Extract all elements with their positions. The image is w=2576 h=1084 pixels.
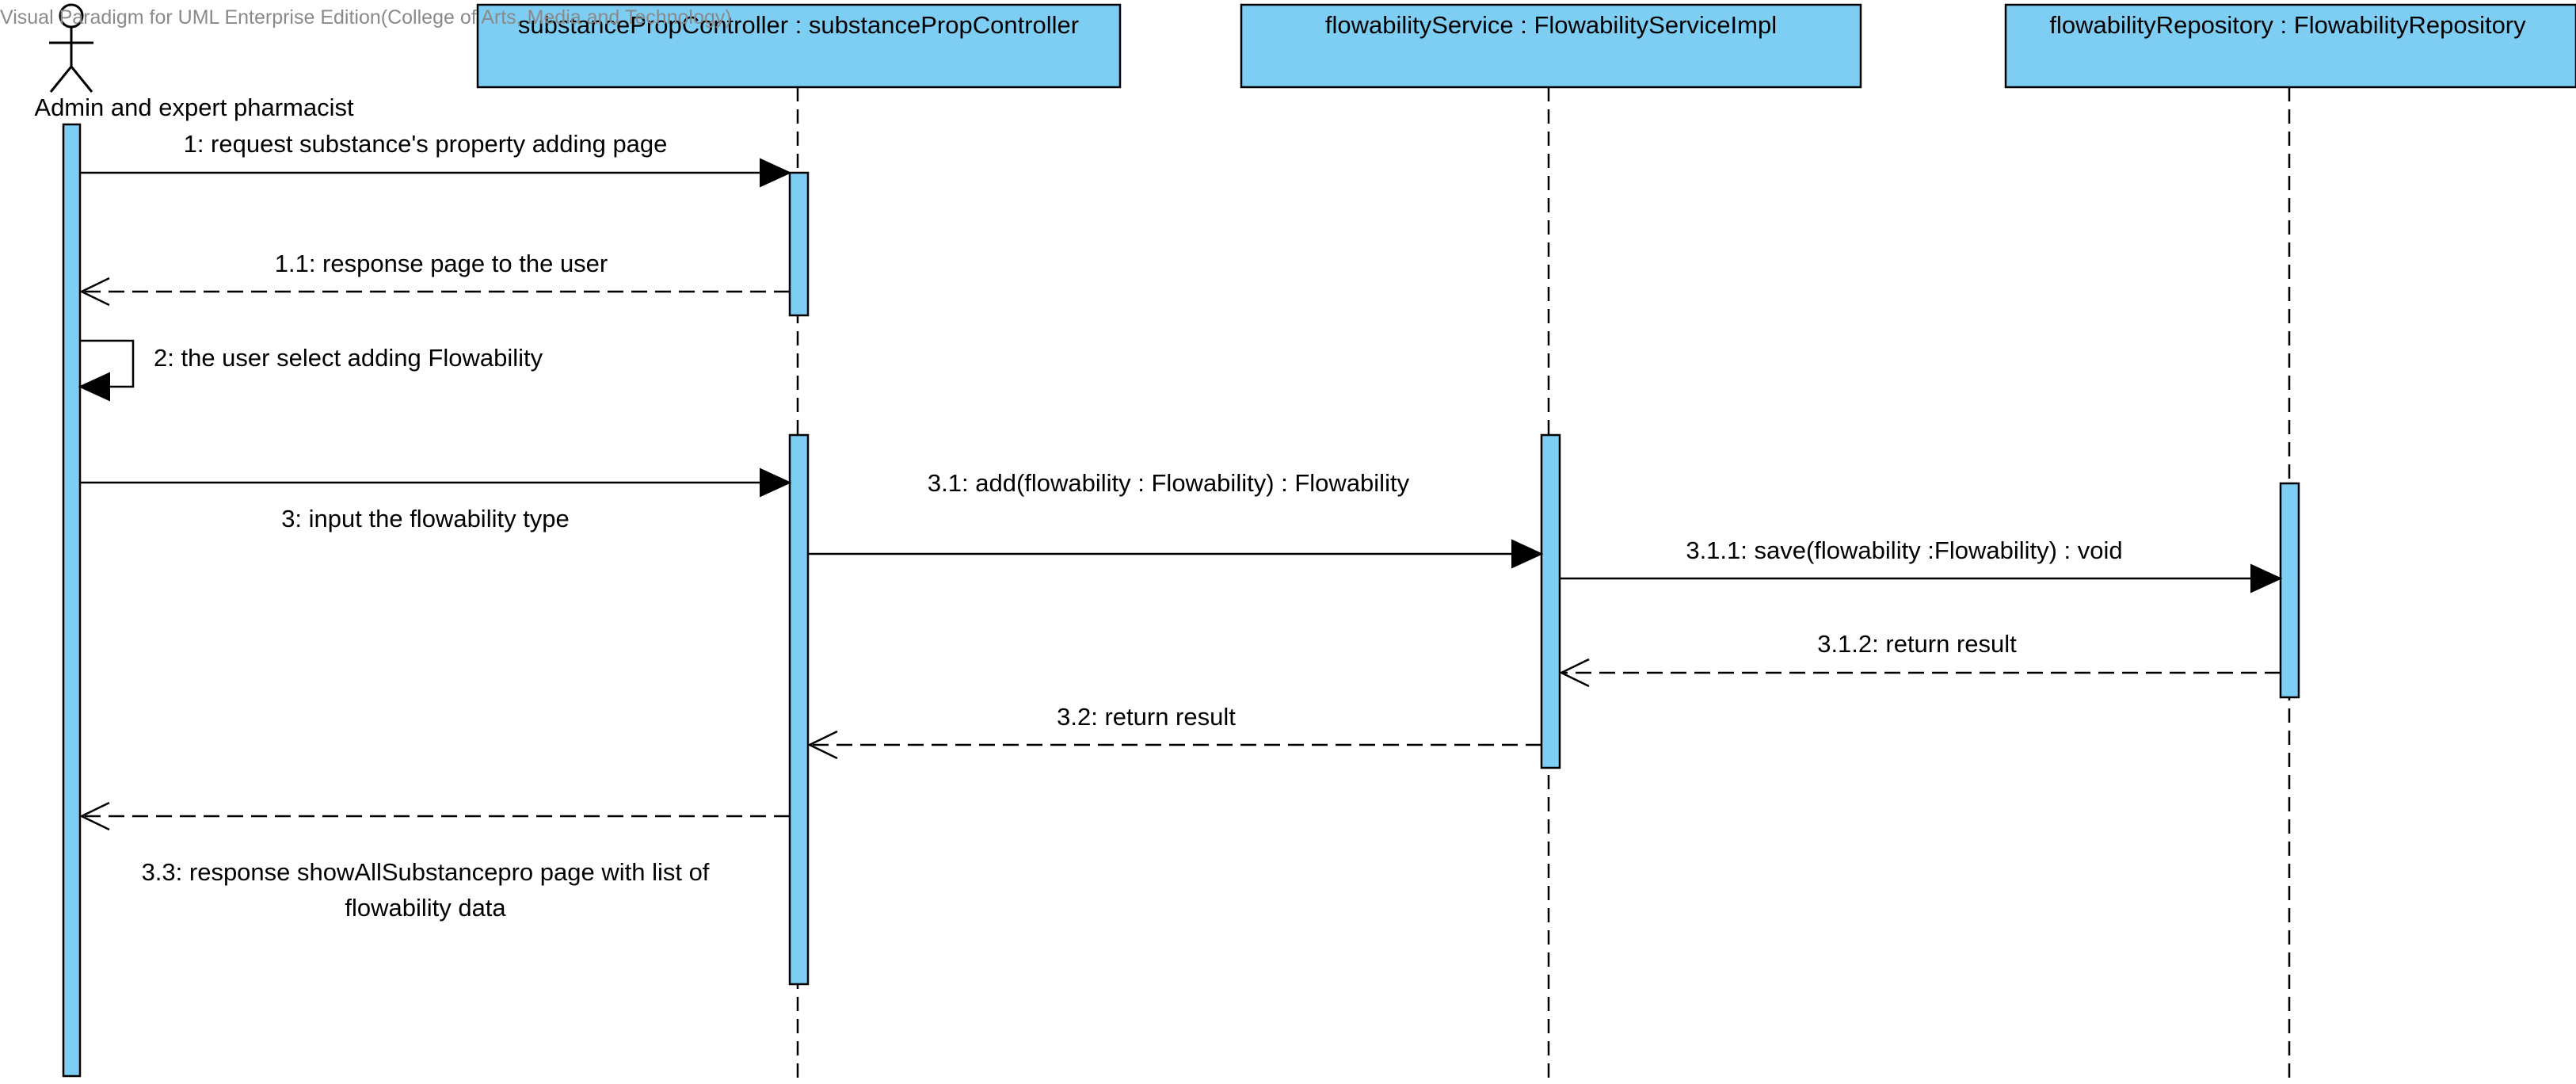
- message-3-2-arrowhead: [807, 730, 838, 760]
- lifeline-service-label: flowabilityService : FlowabilityServiceI…: [1325, 11, 1777, 39]
- lifeline-service-box: [1240, 3, 1862, 89]
- actor-name: Admin and expert pharmacist: [34, 94, 354, 121]
- message-3-1-label: 3.1: add(flowability : Flowability) : Fl…: [928, 469, 1410, 497]
- message-3-3-label-line2: flowability data: [345, 894, 506, 922]
- message-3-1-2-label: 3.1.2: return result: [1817, 630, 2017, 658]
- message-2[interactable]: 2: the user select adding Flowability: [78, 339, 543, 402]
- activation-controller-1: [788, 171, 810, 317]
- activation-actor: [62, 123, 82, 1078]
- actor-leg-left: [49, 66, 73, 93]
- activation-service: [1540, 433, 1561, 769]
- lifeline-controller-label: substancePropController : substancePropC…: [518, 11, 1079, 39]
- message-3-1-2-arrowhead: [1559, 658, 1590, 688]
- message-1[interactable]: 1: request substance's property adding p…: [80, 130, 792, 188]
- message-3-label: 3: input the flowability type: [281, 505, 570, 532]
- message-3-1[interactable]: 3.1: add(flowability : Flowability) : Fl…: [808, 469, 1544, 569]
- message-3-2-label: 3.2: return result: [1057, 703, 1236, 731]
- message-3-1-2[interactable]: 3.1.2: return result: [1559, 630, 2281, 688]
- actor-admin[interactable]: Admin and expert pharmacist: [34, 3, 354, 121]
- activation-repository: [2279, 482, 2300, 699]
- message-3-1-arrowhead: [1511, 539, 1544, 569]
- message-3-3-arrowhead: [79, 801, 110, 831]
- message-1-1[interactable]: 1.1: response page to the user: [79, 250, 790, 307]
- message-3-1-1[interactable]: 3.1.1: save(flowability :Flowability) : …: [1560, 536, 2283, 594]
- lifeline-repository[interactable]: flowabilityRepository : FlowabilityRepos…: [2004, 3, 2576, 89]
- message-1-1-label: 1.1: response page to the user: [275, 250, 608, 277]
- message-3-1-1-arrowhead: [2250, 563, 2283, 594]
- activation-controller-2: [788, 433, 810, 986]
- actor-leg-right: [70, 66, 93, 93]
- message-3-3-label-line1: 3.3: response showAllSubstancepro page w…: [142, 858, 710, 886]
- message-1-label: 1: request substance's property adding p…: [184, 130, 668, 158]
- message-1-1-arrowhead: [79, 277, 110, 307]
- message-2-line: [80, 339, 135, 388]
- watermark: Visual Paradigm for UML Enterprise Editi…: [0, 6, 732, 29]
- lifeline-controller[interactable]: substancePropController : substancePropC…: [476, 3, 1122, 89]
- message-3-2[interactable]: 3.2: return result: [807, 703, 1541, 760]
- message-2-arrowhead: [78, 372, 110, 402]
- lifeline-service[interactable]: flowabilityService : FlowabilityServiceI…: [1240, 3, 1862, 89]
- message-2-label: 2: the user select adding Flowability: [154, 344, 543, 372]
- lifeline-controller-box: [476, 3, 1122, 89]
- message-3-1-1-label: 3.1.1: save(flowability :Flowability) : …: [1686, 536, 2122, 564]
- lifeline-repository-label: flowabilityRepository : FlowabilityRepos…: [2049, 11, 2526, 39]
- message-3-arrowhead: [760, 468, 792, 498]
- lifeline-repository-box: [2004, 3, 2576, 89]
- message-1-arrowhead: [760, 158, 792, 188]
- message-3[interactable]: 3: input the flowability type: [80, 468, 792, 532]
- message-3-3[interactable]: 3.3: response showAllSubstancepro page w…: [79, 801, 790, 922]
